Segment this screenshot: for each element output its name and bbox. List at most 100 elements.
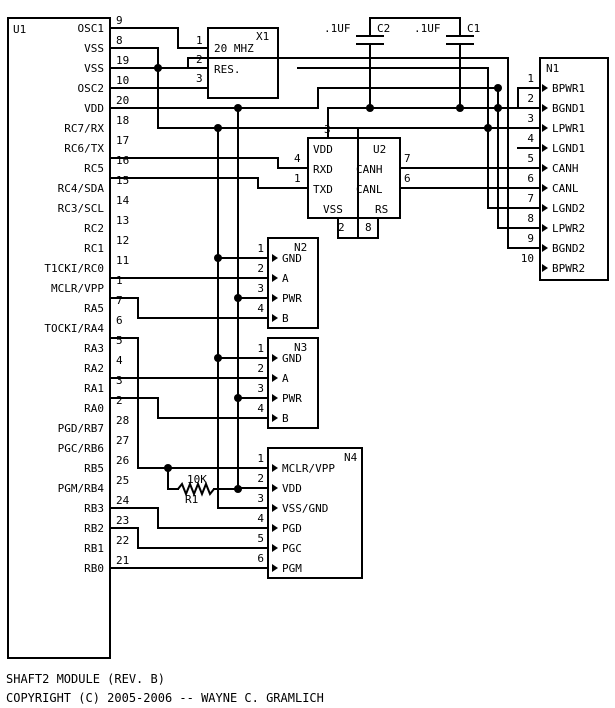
u1-pin-number: 21	[116, 554, 129, 567]
u1-pin-name: RC1	[84, 242, 104, 255]
u2-ref: U2	[373, 143, 386, 156]
n2-ref: N2	[294, 241, 307, 254]
u1-pin-number: 1	[116, 274, 123, 287]
n1-pin-arrow	[542, 104, 548, 112]
n4-pin-name: PGD	[282, 522, 302, 535]
n1-ref: N1	[546, 62, 559, 75]
n1-pin-arrow	[542, 184, 548, 192]
c2-value: .1UF	[324, 22, 351, 35]
u1-pin-number: 24	[116, 494, 130, 507]
n1-pin-arrow	[542, 84, 548, 92]
x1-ref: X1	[256, 30, 269, 43]
u2-canl-pin-number: 6	[404, 172, 411, 185]
n3-pin-arrow	[272, 354, 278, 362]
junction-dots	[154, 64, 502, 493]
u2-vdd-label: VDD	[313, 143, 333, 156]
n4-pin-number: 3	[257, 492, 264, 505]
c1-value: .1UF	[414, 22, 441, 35]
u2-rxd-pin-number: 4	[294, 152, 301, 165]
u1-pin-number: 7	[116, 294, 123, 307]
n4-pin-arrow	[272, 524, 278, 532]
n1-pin-name: BGND2	[552, 242, 585, 255]
n1-pin-number: 4	[527, 132, 534, 145]
n3-pin-number: 4	[257, 402, 264, 415]
n2-pin-number: 3	[257, 282, 264, 295]
n1-pin-number: 6	[527, 172, 534, 185]
u1-pin-number: 10	[116, 74, 129, 87]
x1-value: 20 MHZ	[214, 42, 254, 55]
u1-pin-name: RB3	[84, 502, 104, 515]
n2-pin-name: GND	[282, 252, 302, 265]
u1-pin-name: RA0	[84, 402, 104, 415]
n4-pin-name: VDD	[282, 482, 302, 495]
u1-pin-name: RC2	[84, 222, 104, 235]
u1-pin-name: OSC1	[78, 22, 105, 35]
u2-canl-label: CANL	[356, 183, 383, 196]
n3-pin-arrow	[272, 374, 278, 382]
n1-pin-number: 7	[527, 192, 534, 205]
u1-pin-name: RA2	[84, 362, 104, 375]
n3-body	[267, 337, 319, 429]
u2-rs-pin-number: 8	[365, 221, 372, 234]
n1-pin-name: LGND2	[552, 202, 585, 215]
u2-txd-pin-number: 1	[294, 172, 301, 185]
n1-pin-name: LPWR2	[552, 222, 585, 235]
n2-pin-arrow	[272, 274, 278, 282]
c1-ref: C1	[467, 22, 480, 35]
n1-pin-arrow	[542, 124, 548, 132]
u1-pin-number: 12	[116, 234, 129, 247]
n1-pin-arrow	[542, 264, 548, 272]
n3-pin-number: 2	[257, 362, 264, 375]
n4-pin-arrow	[272, 504, 278, 512]
n2-pin-arrow	[272, 294, 278, 302]
r1-body	[177, 481, 215, 497]
u1-pin-name: T1CKI/RC0	[44, 262, 104, 275]
u1-body	[7, 17, 111, 659]
u1-pin-name: VSS	[84, 62, 104, 75]
u1-pin-number: 26	[116, 454, 129, 467]
n3-pin-name: A	[282, 372, 289, 385]
x1-pin1-number: 1	[196, 34, 203, 47]
u2-canh-label: CANH	[356, 163, 383, 176]
n1-body	[539, 57, 609, 281]
x1-body	[207, 27, 279, 99]
n4-pin-number: 1	[257, 452, 264, 465]
u1-pin-list: OSC19VSS8VSS19OSC210VDD20RC7/RX18RC6/TX1…	[44, 14, 129, 575]
x1-pin3-number: 3	[196, 72, 203, 85]
u1-pin-name: TOCKI/RA4	[44, 322, 104, 335]
r1-value: 10K	[187, 473, 207, 486]
u1-pin-name: PGC/RB6	[58, 442, 104, 455]
u1-pin-number: 15	[116, 174, 129, 187]
n4-pin-name: PGC	[282, 542, 302, 555]
u1-pin-number: 27	[116, 434, 129, 447]
n1-pin-number: 10	[521, 252, 534, 265]
n4-pin-number: 5	[257, 532, 264, 545]
u1-pin-number: 13	[116, 214, 129, 227]
n4-ref: N4	[344, 451, 358, 464]
u1-pin-name: OSC2	[78, 82, 105, 95]
footer-copyright: COPYRIGHT (C) 2005-2006 -- WAYNE C. GRAM…	[6, 691, 324, 705]
x1-type: RES.	[214, 63, 241, 76]
u1-pin-name: RB0	[84, 562, 104, 575]
u1-pin-name: RB2	[84, 522, 104, 535]
u2-rxd-label: RXD	[313, 163, 333, 176]
n1-pin-name: CANL	[552, 182, 579, 195]
n1-pin-name: BGND1	[552, 102, 585, 115]
u1-pin-number: 4	[116, 354, 123, 367]
u1-pin-name: RA3	[84, 342, 104, 355]
u1-pin-name: RC5	[84, 162, 104, 175]
n2-pin-number: 4	[257, 302, 264, 315]
n2-pin-name: B	[282, 312, 289, 325]
u1-pin-name: VSS	[84, 42, 104, 55]
n4-pin-arrow	[272, 564, 278, 572]
n1-pin-number: 5	[527, 152, 534, 165]
u1-pin-number: 8	[116, 34, 123, 47]
u2-vss-pin-number: 2	[338, 221, 345, 234]
u1-pin-name: RC7/RX	[64, 122, 104, 135]
x1-pin2-number: 2	[196, 53, 203, 66]
u1-pin-number: 17	[116, 134, 129, 147]
n4-pin-number: 6	[257, 552, 264, 565]
u1-pin-number: 20	[116, 94, 129, 107]
